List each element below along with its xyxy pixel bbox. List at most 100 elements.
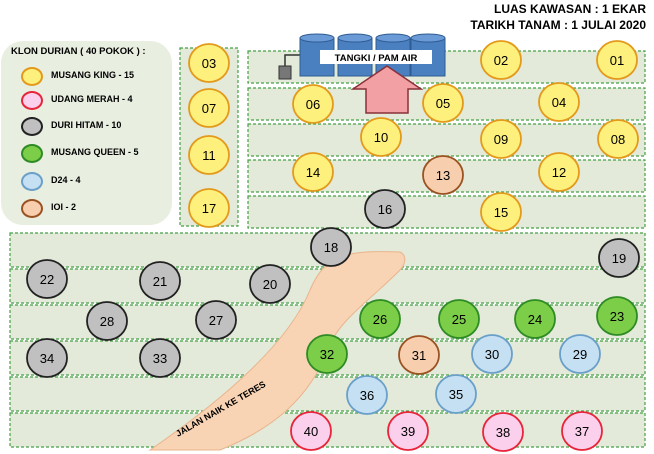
tree-number: 35: [449, 387, 463, 402]
tree-marker: 22: [26, 259, 68, 299]
tree-circle: [387, 411, 429, 451]
tree-marker: 04: [538, 82, 580, 122]
legend-item-d24: D24 - 4: [21, 172, 171, 192]
tree-number: 27: [209, 313, 223, 328]
tree-circle: [188, 135, 230, 175]
tree-number: 32: [320, 347, 334, 362]
tree-number: 05: [436, 96, 450, 111]
tree-marker: 40: [290, 411, 332, 451]
tree-number: 34: [40, 351, 54, 366]
musang-queen-swatch: [21, 144, 43, 163]
tree-marker: 13: [422, 155, 464, 195]
tree-circle: [559, 334, 601, 374]
tree-marker: 14: [292, 152, 334, 192]
tree-number: 29: [573, 347, 587, 362]
tree-marker: 24: [514, 299, 556, 339]
legend-title: KLON DURIAN ( 40 POKOK ) :: [11, 46, 146, 57]
tree-circle: [538, 82, 580, 122]
tree-number: 40: [304, 424, 318, 439]
tree-number: 08: [611, 132, 625, 147]
tree-number: 33: [153, 351, 167, 366]
tree-marker: 12: [538, 152, 580, 192]
tree-number: 26: [373, 312, 387, 327]
tree-circle: [310, 227, 352, 267]
tree-circle: [561, 411, 603, 451]
tree-circle: [195, 300, 237, 340]
tree-circle: [346, 375, 388, 415]
tank-label-bg: [320, 50, 432, 64]
tree-number: 36: [360, 388, 374, 403]
tree-marker: 21: [139, 261, 181, 301]
area-label: LUAS KAWASAN : 1 EKAR: [493, 2, 646, 16]
tree-number: 39: [401, 424, 415, 439]
tree-marker: 36: [346, 375, 388, 415]
tree-circle: [188, 188, 230, 228]
water-tank-group: TANGKI / PAM AIR: [278, 33, 446, 114]
legend-item-musang-king: MUSANG KING - 15: [21, 67, 171, 87]
tree-marker: 11: [188, 135, 230, 175]
udang-merah-swatch: [21, 91, 43, 110]
tree-marker: 03: [188, 43, 230, 83]
tree-number: 09: [494, 132, 508, 147]
tree-marker: 29: [559, 334, 601, 374]
tree-number: 16: [378, 202, 392, 217]
tree-circle: [26, 259, 68, 299]
tree-circle: [86, 301, 128, 341]
tree-circle: [598, 238, 640, 278]
tree-number: 13: [436, 168, 450, 183]
tree-circle: [188, 43, 230, 83]
tree-circle: [514, 299, 556, 339]
legend-label-musang-queen: MUSANG QUEEN - 5: [51, 147, 139, 157]
pump-box: [278, 65, 292, 80]
tree-marker: 39: [387, 411, 429, 451]
tree-number: 22: [40, 272, 54, 287]
tree-marker: 35: [435, 374, 477, 414]
planting-date-label: TARIKH TANAM : 1 JULAI 2020: [470, 18, 646, 32]
tree-marker: 31: [398, 335, 440, 375]
tree-number: 02: [494, 53, 508, 68]
tree-marker: 02: [480, 40, 522, 80]
tree-number: 17: [202, 201, 216, 216]
legend-label-ioi: IOI - 2: [51, 202, 77, 212]
tree-circle: [596, 40, 638, 80]
tree-marker: 33: [139, 338, 181, 378]
tree-number: 23: [610, 309, 624, 324]
tree-marker: 19: [598, 238, 640, 278]
tree-marker: 30: [471, 334, 513, 374]
tree-circle: [292, 84, 334, 124]
tree-circle: [597, 119, 639, 159]
tree-number: 04: [552, 95, 566, 110]
tree-number: 18: [324, 240, 338, 255]
legend-item-ioi: IOI - 2: [21, 199, 171, 219]
tree-number: 03: [202, 56, 216, 71]
tree-circle: [596, 296, 638, 336]
water-tank-icon: [299, 33, 335, 77]
ioi-swatch: [21, 199, 43, 218]
tree-circle: [292, 152, 334, 192]
tree-marker: 27: [195, 300, 237, 340]
legend-item-duri-hitam: DURI HITAM - 10: [21, 117, 171, 137]
tree-number: 12: [552, 165, 566, 180]
tree-number: 21: [153, 274, 167, 289]
tree-number: 31: [412, 348, 426, 363]
tree-marker: 06: [292, 84, 334, 124]
tree-marker: 09: [480, 119, 522, 159]
terrace-4: [247, 123, 646, 157]
tree-number: 20: [263, 277, 277, 292]
legend-label-duri-hitam: DURI HITAM - 10: [51, 120, 122, 130]
tree-circle: [139, 261, 181, 301]
tree-marker: 07: [188, 88, 230, 128]
tree-number: 14: [306, 165, 320, 180]
musang-king-swatch: [21, 67, 43, 86]
tree-number: 30: [485, 347, 499, 362]
tank-label: TANGKI / PAM AIR: [335, 53, 418, 64]
tree-circle: [364, 189, 406, 229]
tree-circle: [471, 334, 513, 374]
duri-hitam-swatch: [21, 117, 43, 136]
terrace-6: [247, 195, 646, 229]
legend-label-d24: D24 - 4: [51, 175, 81, 185]
legend-label-udang-merah: UDANG MERAH - 4: [51, 94, 133, 104]
tree-circle: [249, 264, 291, 304]
legend: KLON DURIAN ( 40 POKOK ) : MUSANG KING -…: [1, 41, 172, 225]
